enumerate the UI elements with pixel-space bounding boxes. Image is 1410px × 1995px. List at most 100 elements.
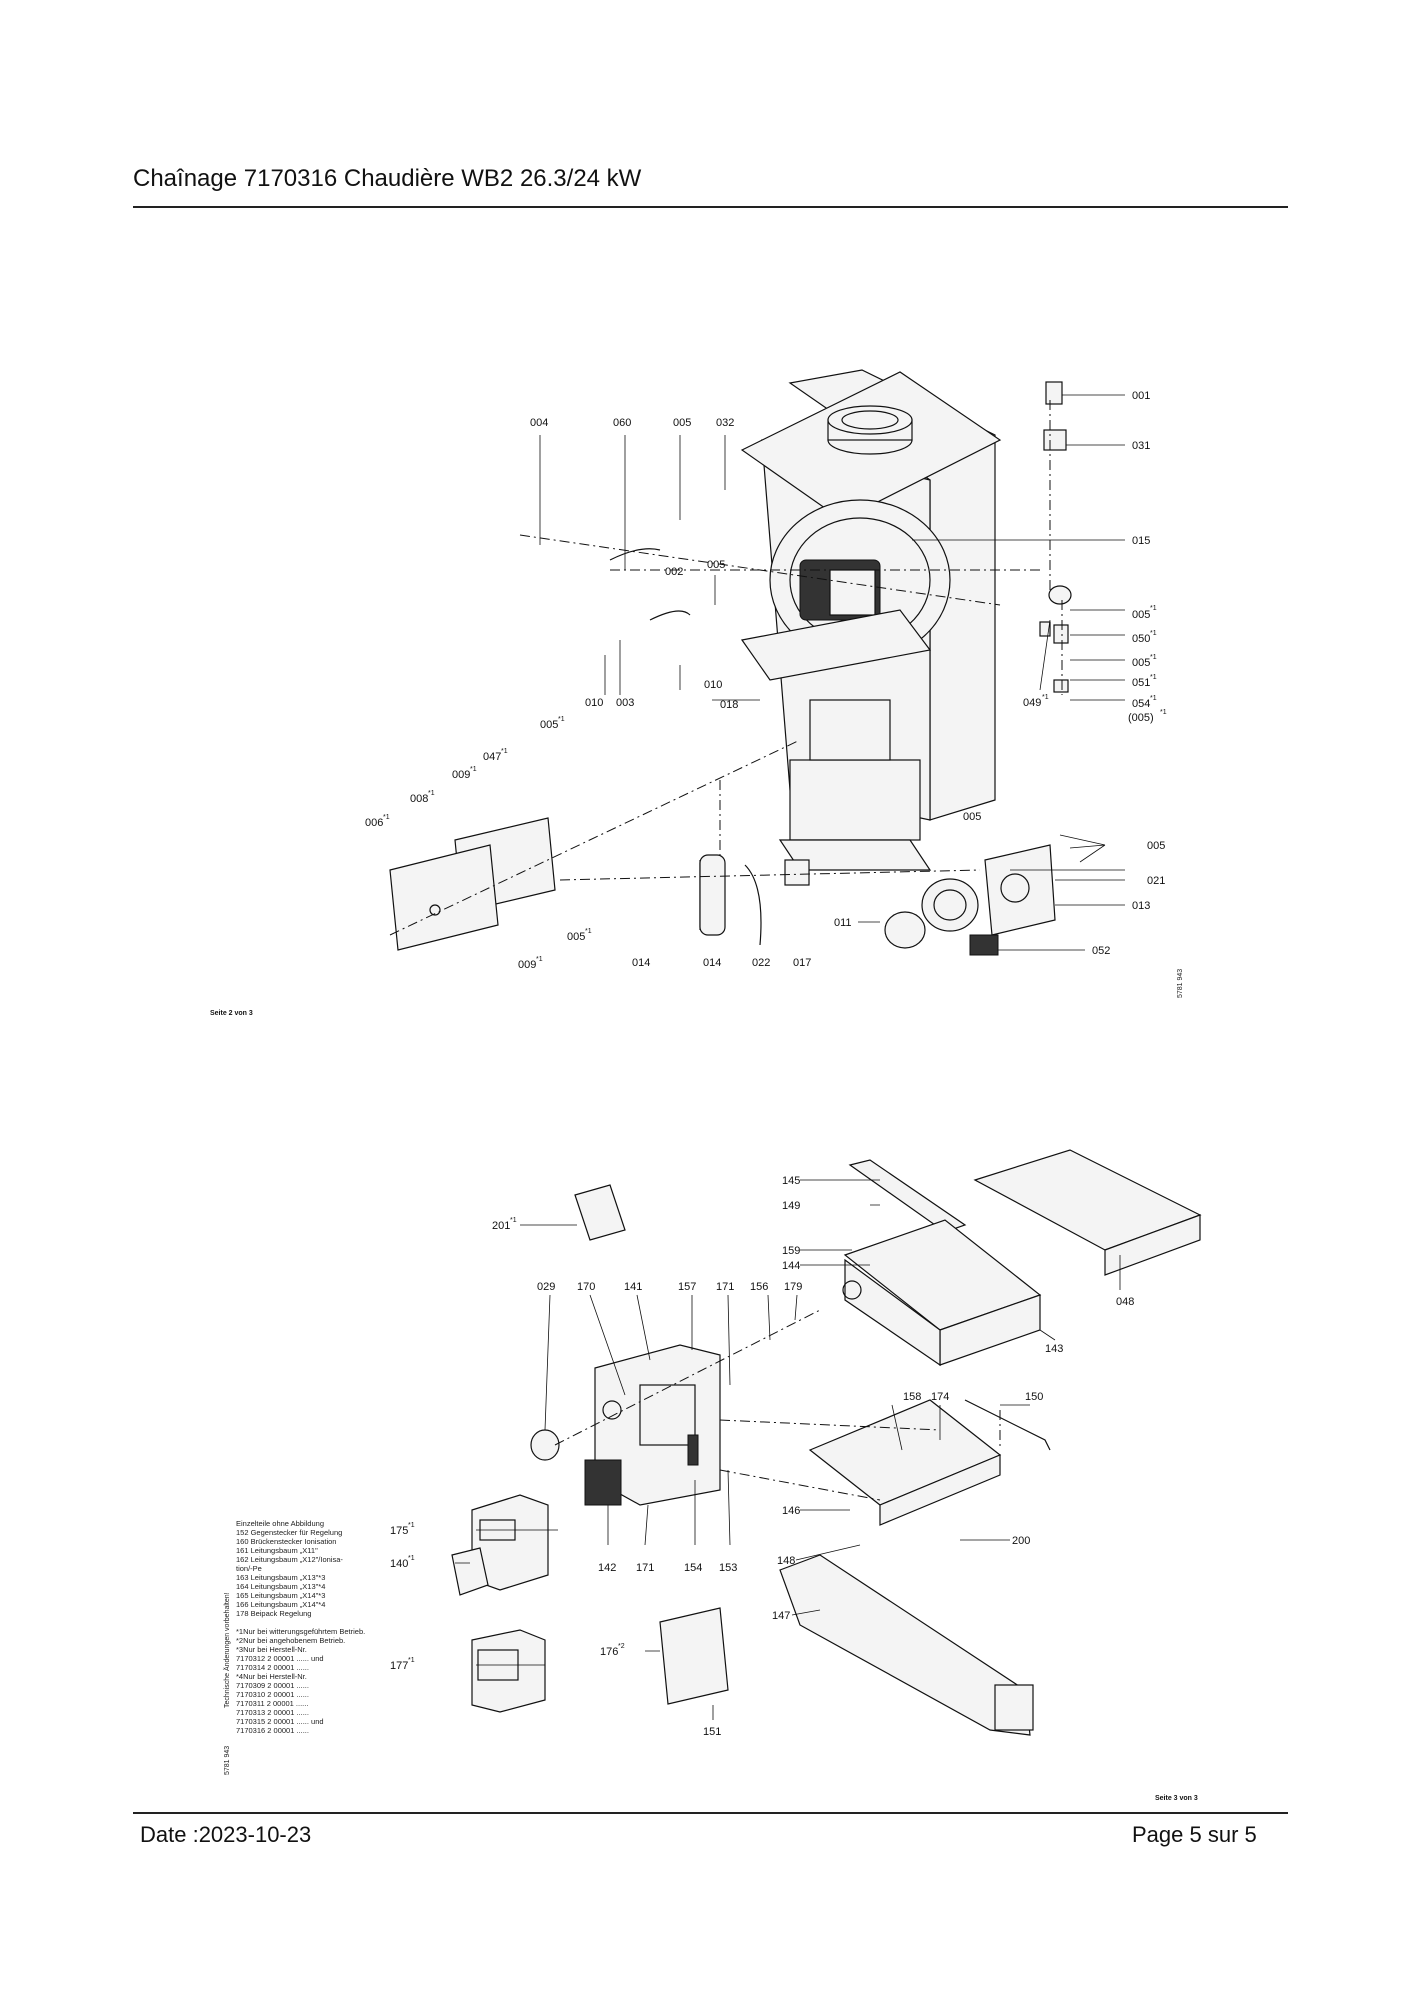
svg-text:*1: *1 bbox=[408, 1522, 415, 1529]
seite-2-note: Seite 2 von 3 bbox=[210, 1010, 253, 1017]
svg-text:*4Nur bei Herstell-Nr.: *4Nur bei Herstell-Nr. bbox=[236, 1672, 307, 1681]
svg-text:*1: *1 bbox=[1042, 694, 1049, 701]
svg-text:*1: *1 bbox=[1150, 674, 1157, 681]
label-174: 174 bbox=[931, 1391, 949, 1403]
label-005-a: 005 bbox=[673, 417, 691, 429]
svg-text:178 Beipack Regelung: 178 Beipack Regelung bbox=[236, 1609, 311, 1618]
label-050: 050 bbox=[1132, 633, 1150, 645]
connector-strip bbox=[584, 1459, 622, 1506]
svg-text:7170310 2 00001 ......: 7170310 2 00001 ...... bbox=[236, 1690, 309, 1699]
label-159: 159 bbox=[782, 1245, 800, 1257]
parts-legend: Einzelteile ohne Abbildung 152 Gegenstec… bbox=[236, 1519, 365, 1735]
label-148: 148 bbox=[777, 1555, 795, 1567]
svg-text:161 Leitungsbaum „X11": 161 Leitungsbaum „X11" bbox=[236, 1546, 318, 1555]
label-051: 051 bbox=[1132, 677, 1150, 689]
svg-text:*2: *2 bbox=[618, 1643, 625, 1650]
control-knob bbox=[530, 1429, 560, 1461]
label-018: 018 bbox=[720, 699, 738, 711]
label-013: 013 bbox=[1132, 900, 1150, 912]
svg-text:*1Nur bei witterungsgeführtem: *1Nur bei witterungsgeführtem Betrieb. bbox=[236, 1627, 365, 1636]
hydraulic-block bbox=[789, 759, 921, 841]
footer-page-number: Page 5 sur 5 bbox=[1132, 1822, 1257, 1847]
label-048: 048 bbox=[1116, 1296, 1134, 1308]
label-014-a: 014 bbox=[632, 957, 650, 969]
siphon bbox=[699, 854, 726, 936]
label-006: 006 bbox=[365, 817, 383, 829]
label-003: 003 bbox=[616, 697, 634, 709]
boiler-shelf bbox=[740, 609, 932, 681]
svg-text:*1: *1 bbox=[383, 814, 390, 821]
diagram-boiler: 001 031 015 004 060 005 032 005 002 005 … bbox=[365, 369, 1184, 998]
label-143: 143 bbox=[1045, 1343, 1063, 1355]
remote-176 bbox=[659, 1607, 729, 1705]
svg-text:*1: *1 bbox=[1150, 630, 1157, 637]
label-171-b: 171 bbox=[636, 1562, 654, 1574]
circuit-board bbox=[808, 1399, 1002, 1506]
rail bbox=[848, 1159, 967, 1233]
svg-text:*1: *1 bbox=[428, 790, 435, 797]
label-009-a: 009 bbox=[452, 769, 470, 781]
footer-date: Date :2023-10-23 bbox=[140, 1822, 312, 1847]
label-151: 151 bbox=[703, 1726, 721, 1738]
label-047: 047 bbox=[483, 751, 501, 763]
label-005-c: 005 bbox=[1132, 609, 1150, 621]
label-052: 052 bbox=[1092, 945, 1110, 957]
label-179: 179 bbox=[784, 1281, 802, 1293]
svg-text:*1: *1 bbox=[408, 1657, 415, 1664]
svg-text:*1: *1 bbox=[536, 956, 543, 963]
diagram2-code: 5781 943 bbox=[224, 1746, 231, 1775]
svg-text:7170312 2 00001 ...... und: 7170312 2 00001 ...... und bbox=[236, 1654, 324, 1663]
component-box bbox=[574, 1184, 626, 1241]
svg-text:*1: *1 bbox=[470, 766, 477, 773]
svg-text:*2Nur bei angehobenem Betrieb.: *2Nur bei angehobenem Betrieb. bbox=[236, 1636, 345, 1645]
label-021: 021 bbox=[1147, 875, 1165, 887]
label-149: 149 bbox=[782, 1200, 800, 1212]
label-032: 032 bbox=[716, 417, 734, 429]
label-157: 157 bbox=[678, 1281, 696, 1293]
svg-text:166 Leitungsbaum „X14"*4: 166 Leitungsbaum „X14"*4 bbox=[236, 1600, 325, 1609]
seite-3-note: Seite 3 von 3 bbox=[1155, 1795, 1198, 1802]
svg-text:*1: *1 bbox=[558, 716, 565, 723]
label-005-b: 005 bbox=[707, 559, 725, 571]
label-011: 011 bbox=[834, 917, 852, 929]
svg-text:*1: *1 bbox=[510, 1217, 517, 1224]
vertical-note: Technische Änderungen vorbehalten! bbox=[223, 1592, 231, 1708]
exchanger-cover bbox=[389, 844, 499, 951]
pump-housing bbox=[984, 844, 1056, 936]
svg-text:163 Leitungsbaum „X13"*3: 163 Leitungsbaum „X13"*3 bbox=[236, 1573, 325, 1582]
label-015: 015 bbox=[1132, 535, 1150, 547]
label-005-i: 005 bbox=[567, 931, 585, 943]
svg-text:152 Gegenstecker für Regelung: 152 Gegenstecker für Regelung bbox=[236, 1528, 342, 1537]
label-009-b: 009 bbox=[518, 959, 536, 971]
footer-rule bbox=[133, 1812, 1288, 1814]
mounting-bracket bbox=[779, 1554, 1031, 1736]
label-005-h: 005 bbox=[963, 811, 981, 823]
air-vent bbox=[1045, 381, 1063, 405]
label-031: 031 bbox=[1132, 440, 1150, 452]
label-153: 153 bbox=[719, 1562, 737, 1574]
label-141: 141 bbox=[624, 1281, 642, 1293]
svg-text:7170309 2 00001 ......: 7170309 2 00001 ...... bbox=[236, 1681, 309, 1690]
svg-text:*1: *1 bbox=[1160, 709, 1167, 716]
diagram1-code: 5781 943 bbox=[1177, 969, 1184, 998]
label-156: 156 bbox=[750, 1281, 768, 1293]
label-022: 022 bbox=[752, 957, 770, 969]
label-170: 170 bbox=[577, 1281, 595, 1293]
label-005-e: (005) bbox=[1128, 712, 1154, 724]
label-005-f: 005 bbox=[540, 719, 558, 731]
label-147: 147 bbox=[772, 1610, 790, 1622]
label-146: 146 bbox=[782, 1505, 800, 1517]
label-008: 008 bbox=[410, 793, 428, 805]
svg-text:7170315 2 00001 ...... und: 7170315 2 00001 ...... und bbox=[236, 1717, 324, 1726]
label-158: 158 bbox=[903, 1391, 921, 1403]
svg-text:*1: *1 bbox=[408, 1555, 415, 1562]
label-014-b: 014 bbox=[703, 957, 721, 969]
label-002: 002 bbox=[665, 566, 683, 578]
label-150: 150 bbox=[1025, 1391, 1043, 1403]
svg-text:164 Leitungsbaum „X13"*4: 164 Leitungsbaum „X13"*4 bbox=[236, 1582, 325, 1591]
label-049: 049 bbox=[1023, 697, 1041, 709]
svg-text:*1: *1 bbox=[1150, 695, 1157, 702]
svg-text:*1: *1 bbox=[585, 928, 592, 935]
svg-text:tion/-Pe: tion/-Pe bbox=[236, 1564, 262, 1573]
label-004: 004 bbox=[530, 417, 548, 429]
